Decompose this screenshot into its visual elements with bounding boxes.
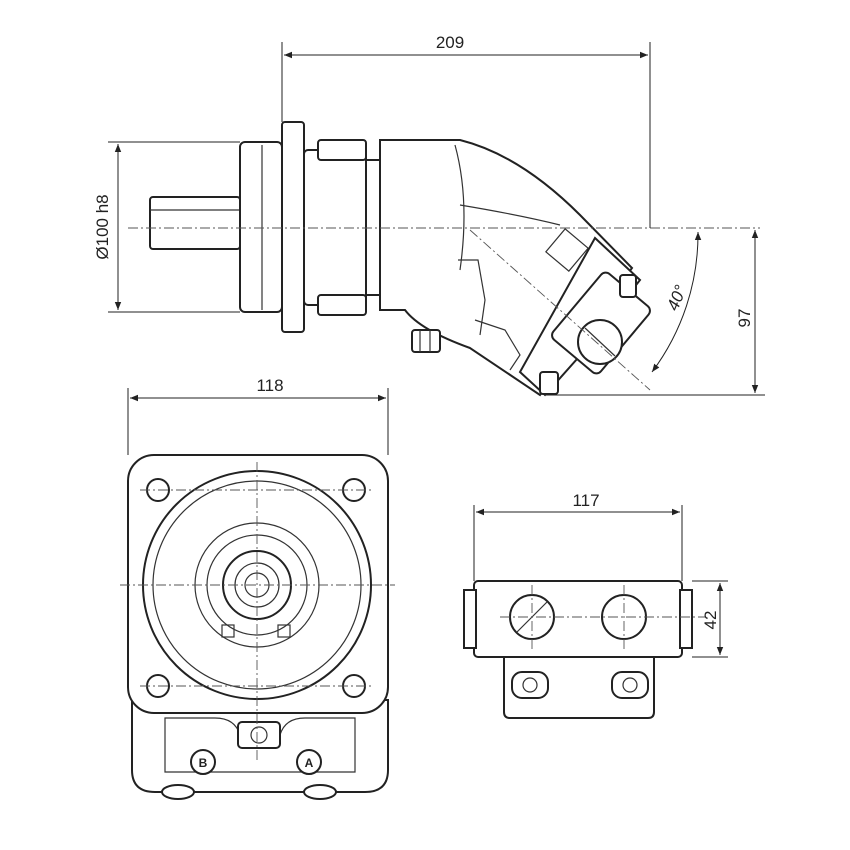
dimension-flange-diameter: Ø100 h8 [93, 141, 240, 313]
diameter-label: Ø100 h8 [93, 194, 112, 259]
front-view: B A [120, 454, 395, 800]
drain-plug [411, 329, 441, 353]
flange-hub [239, 141, 283, 313]
port-b-label: B [199, 756, 208, 770]
front-width-label: 118 [256, 376, 283, 395]
length-label: 209 [436, 33, 464, 52]
port-a-marker [296, 749, 322, 775]
dimension-overall-length: 209 [281, 33, 651, 228]
port-block-view [463, 580, 705, 719]
mounting-flange [281, 121, 305, 333]
dimension-port-block-width: 117 [473, 491, 683, 581]
port-b-marker [190, 749, 216, 775]
pump-body [303, 149, 367, 306]
angle-label: 40° [663, 282, 690, 313]
port-block-width-label: 117 [572, 491, 599, 510]
port-a-label: A [305, 756, 314, 770]
dimension-height: 97 [545, 230, 765, 396]
height-label: 97 [735, 309, 754, 328]
dimension-front-width: 118 [127, 376, 389, 455]
side-view [128, 121, 760, 397]
dimension-angle: 40° [651, 231, 702, 373]
dimension-port-block-height: 42 [692, 580, 728, 658]
port-block [473, 580, 683, 658]
port-block-height-label: 42 [701, 611, 720, 630]
drive-shaft [149, 196, 241, 250]
